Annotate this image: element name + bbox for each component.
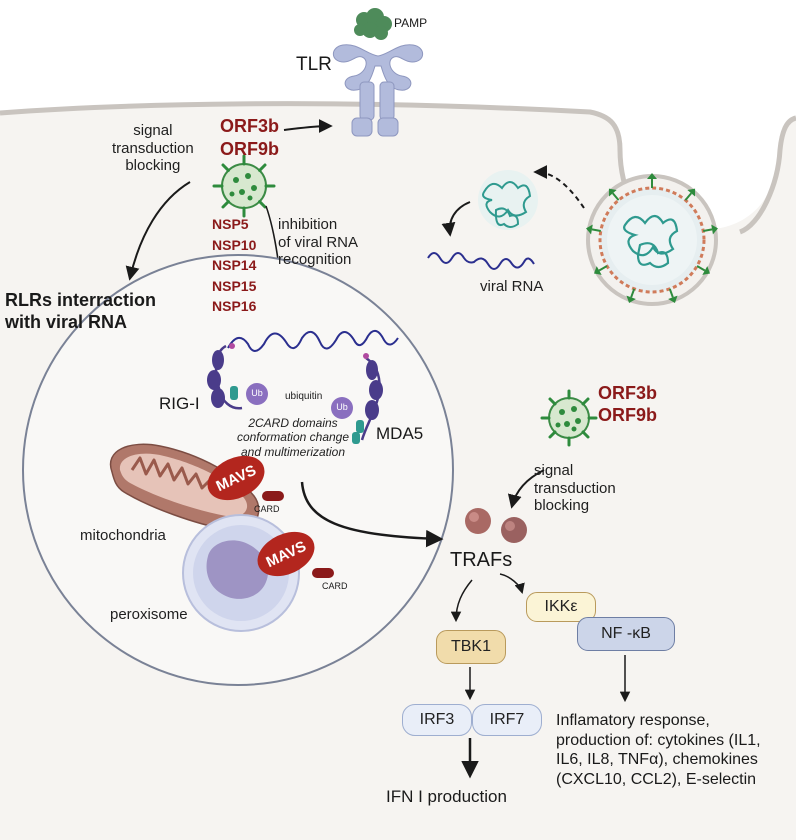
rig-i-icon (207, 343, 243, 410)
signal-blocking-top: signal transduction blocking (112, 122, 194, 175)
viral-rna-label: viral RNA (480, 278, 544, 295)
arrow-trafs-to-ikke (499, 573, 525, 595)
signal-blocking-right: signal transduction blocking (534, 462, 616, 515)
endosome-virus-icon (584, 172, 720, 306)
nsp-list: NSP5 NSP10 NSP14 NSP15 NSP16 (212, 216, 257, 314)
rig-i-label: RIG-I (159, 394, 200, 413)
arrow-blocking-to-trafs (507, 469, 545, 509)
mda5-label: MDA5 (376, 424, 424, 443)
inhibition-label: inhibition of viral RNA recognition (278, 216, 359, 269)
card-label-1: CARD (254, 504, 280, 514)
pamp-label: PAMP (394, 16, 428, 30)
inner-viral-rna (227, 329, 399, 352)
ubiquitin-icon (331, 397, 353, 419)
viral-rna-icon (427, 252, 535, 270)
orf3b-label-top: ORF3b (220, 116, 280, 136)
pamp-blob-icon (354, 8, 392, 40)
rlrs-title: RLRs interraction with viral RNA (5, 290, 157, 332)
ubiquitin-icon (246, 383, 268, 405)
irf3-box: IRF3 (402, 704, 472, 736)
ubiquitin-label: ubiquitin (285, 391, 323, 402)
orf9b-label-top: ORF9b (220, 139, 280, 159)
mavs-mitochondria: MAVS (207, 455, 284, 501)
peroxisome-label: peroxisome (110, 606, 188, 623)
arrow-orf-to-tlr (283, 119, 333, 134)
ub-label-2: Ub (336, 402, 348, 412)
mitochondria-label: mitochondria (80, 527, 166, 544)
trafs-label: TRAFs (450, 549, 513, 571)
arrow-endosome-to-capsid (533, 165, 585, 209)
mitochondria-icon (109, 443, 260, 532)
mda5-icon (352, 353, 383, 444)
orf9b-label-right: ORF9b (598, 405, 658, 425)
coronavirus-icon (540, 389, 598, 447)
arrow-mavs-to-trafs (300, 481, 444, 548)
ifn-production-label: IFN I production (386, 787, 507, 806)
coronavirus-icon (212, 154, 276, 218)
inflammatory-response: Inflamatory response, production of: cyt… (556, 712, 761, 788)
traf-protein-icon (465, 508, 527, 543)
nucleocapsid-icon (478, 170, 538, 230)
card-label-2: CARD (322, 581, 348, 591)
arrow-trafs-to-tbk1 (450, 579, 473, 623)
tlr-receptor-icon (332, 44, 424, 137)
arrow-blocking-to-rlrs (125, 181, 191, 281)
arrow-capsid-to-rna (441, 201, 471, 237)
orf3b-label-right: ORF3b (598, 383, 658, 403)
tlr-label: TLR (296, 54, 332, 75)
mavs-peroxisome: MAVS (257, 531, 334, 578)
ub-label-1: Ub (251, 388, 263, 398)
nfkb-box: NF -κB (577, 617, 675, 651)
irf7-box: IRF7 (472, 704, 542, 736)
tbk1-box: TBK1 (436, 630, 506, 664)
card-change-note: 2CARD domains conformation change and mu… (236, 416, 350, 459)
